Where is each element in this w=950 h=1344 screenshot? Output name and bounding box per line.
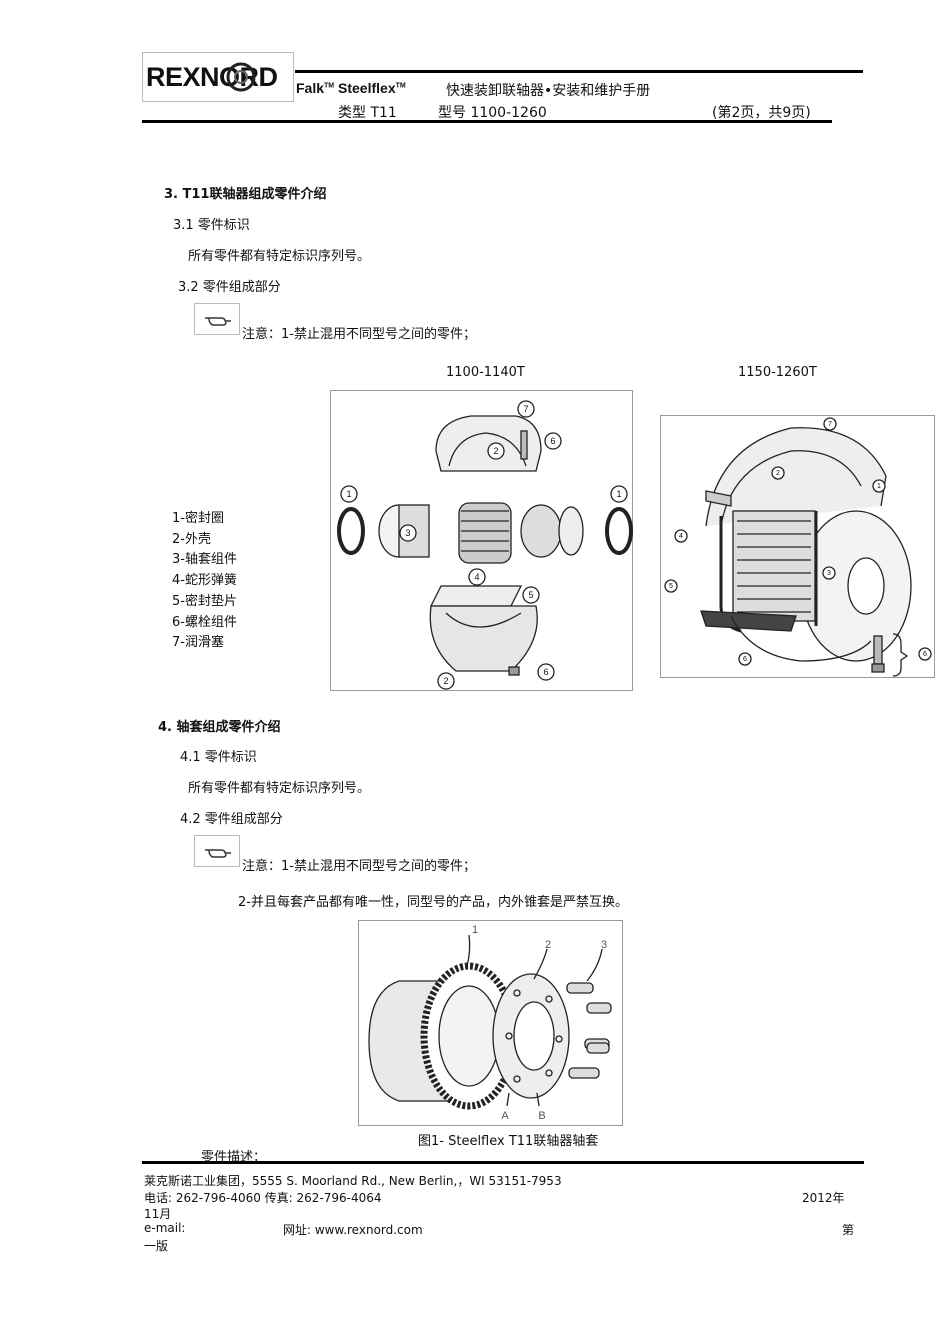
pointing-hand-icon	[205, 317, 231, 326]
section-3-1-title: 3.1 零件标识	[173, 218, 250, 233]
list-item: 7-润滑塞	[172, 635, 224, 651]
section-4-note-2: 2-并且每套产品都有唯一性，同型号的产品，内外锥套是严禁互换。	[238, 895, 628, 910]
page-label: (第2页，共9页)	[712, 105, 811, 121]
svg-text:3: 3	[601, 939, 607, 951]
svg-text:6: 6	[923, 651, 927, 658]
svg-text:7: 7	[828, 421, 832, 428]
list-item: 2-外壳	[172, 531, 211, 547]
section-3-note: 注意：1-禁止混用不同型号之间的零件；	[242, 327, 476, 342]
section-3-1-text: 所有零件都有特定标识序列号。	[188, 249, 371, 264]
rexnord-logo: REXNORD	[146, 62, 278, 92]
header-rule-bottom	[142, 120, 832, 123]
svg-text:A: A	[501, 1110, 509, 1122]
svg-text:2: 2	[443, 676, 448, 686]
svg-text:7: 7	[523, 404, 528, 414]
footer-rule	[142, 1161, 864, 1164]
list-item: 5-密封垫片	[172, 593, 237, 609]
footer-email: e-mail:	[144, 1221, 186, 1235]
list-item: 3-轴套组件	[172, 552, 237, 568]
type-label: 类型 T11	[338, 105, 397, 121]
svg-text:6: 6	[743, 656, 747, 663]
model-label: 型号 1100-1260	[438, 105, 547, 121]
logo-box	[142, 52, 294, 102]
list-item: 6-螺栓组件	[172, 614, 237, 630]
footer-company: 莱克斯诺工业集团，5555 S. Moorland Rd., New Berli…	[144, 1174, 562, 1188]
hub-exploded-drawing: 1 2 3 A B	[368, 924, 612, 1122]
section-3-heading: 3. T11联轴器组成零件介绍	[164, 187, 327, 202]
coupling-cutaway-figure-large: 7 2 1 4 3 5 6 6	[660, 415, 935, 678]
svg-text:3: 3	[827, 570, 831, 577]
logo-gear-icon	[226, 62, 256, 92]
manual-title: 快速装卸联轴器•安装和维护手册	[446, 83, 651, 99]
svg-text:5: 5	[528, 590, 533, 600]
fig-right-label: 1150-1260T	[738, 365, 817, 380]
svg-text:2: 2	[776, 470, 780, 477]
figure-caption: 图1- Steelflex T11联轴器轴套	[418, 1134, 599, 1149]
svg-text:6: 6	[543, 667, 548, 677]
svg-text:4: 4	[679, 533, 683, 540]
svg-text:B: B	[538, 1110, 545, 1122]
footer-year: 2012年	[802, 1191, 845, 1205]
svg-text:4: 4	[474, 572, 479, 582]
brand-name: FalkTM SteelflexTM	[296, 80, 406, 96]
pointing-hand-icon	[205, 849, 231, 858]
svg-text:2: 2	[545, 939, 551, 951]
svg-text:2: 2	[493, 446, 498, 456]
exploded-view-drawing: 7 2 6 1 1 3 4 5 2 6	[337, 400, 633, 690]
section-4-1-text: 所有零件都有特定标识序列号。	[188, 781, 371, 796]
footer-website: 网址: www.rexnord.com	[283, 1223, 423, 1237]
header-rule-top	[295, 70, 863, 73]
fig-left-label: 1100-1140T	[446, 365, 525, 380]
section-4-1-title: 4.1 零件标识	[180, 750, 257, 765]
note-hand-box	[194, 303, 240, 335]
svg-text:1: 1	[616, 489, 621, 499]
footer-edition-b: 一版	[144, 1239, 169, 1253]
list-item: 1-密封圈	[172, 511, 224, 526]
section-4-2-title: 4.2 零件组成部分	[180, 812, 283, 827]
note-hand-box	[194, 835, 240, 867]
svg-text:3: 3	[405, 528, 410, 538]
section-4-note-1: 注意：1-禁止混用不同型号之间的零件；	[242, 859, 476, 874]
section-4-heading: 4. 轴套组成零件介绍	[158, 720, 281, 735]
svg-text:1: 1	[472, 924, 478, 936]
footer-phone: 电话: 262-796-4060 传真: 262-796-4064	[144, 1191, 382, 1205]
footer-month: 11月	[144, 1207, 172, 1221]
footer-edition-a: 第	[842, 1223, 855, 1237]
svg-text:1: 1	[346, 489, 351, 499]
section-3-2-title: 3.2 零件组成部分	[178, 280, 281, 295]
hub-figure: 1 2 3 A B	[358, 920, 623, 1126]
coupling-exploded-figure-small: 7 2 6 1 1 3 4 5 2 6	[330, 390, 633, 691]
svg-text:6: 6	[550, 436, 555, 446]
svg-text:5: 5	[669, 583, 673, 590]
svg-text:1: 1	[877, 483, 881, 490]
list-item: 4-蛇形弹簧	[172, 573, 237, 589]
cutaway-view-drawing: 7 2 1 4 3 5 6 6	[664, 417, 932, 677]
parts-list: 1-密封圈 2-外壳 3-轴套组件 4-蛇形弹簧 5-密封垫片 6-螺栓组件 7…	[172, 509, 237, 654]
